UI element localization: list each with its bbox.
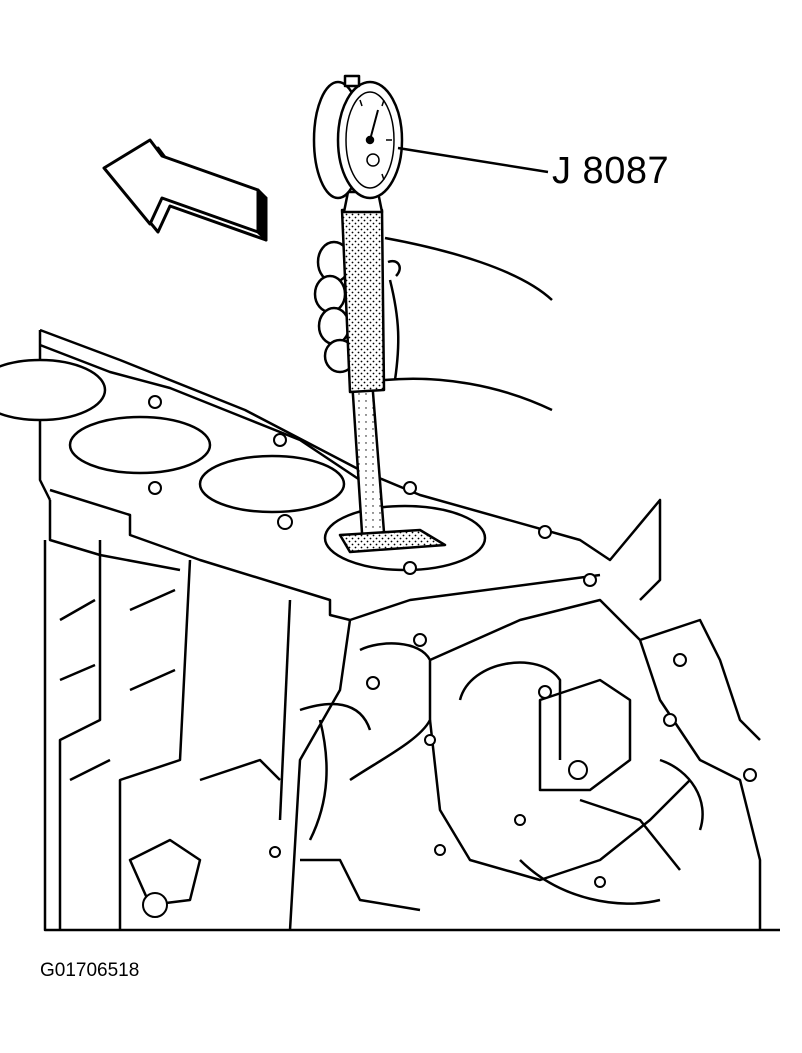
engine-block — [38, 328, 780, 932]
figure-id: G01706518 — [40, 960, 140, 981]
deck-bolt-holes — [142, 395, 757, 918]
callout-label: J 8087 — [552, 150, 670, 192]
gauge-handle — [340, 208, 386, 394]
cylinder-bore-2 — [68, 415, 212, 475]
cylinder-bore-3 — [198, 454, 346, 514]
hand — [313, 236, 553, 412]
cylinder-bore-1 — [0, 358, 107, 422]
direction-arrow — [102, 138, 268, 242]
bore-gauge-tool — [312, 74, 447, 554]
callout-leader-line — [397, 146, 549, 174]
